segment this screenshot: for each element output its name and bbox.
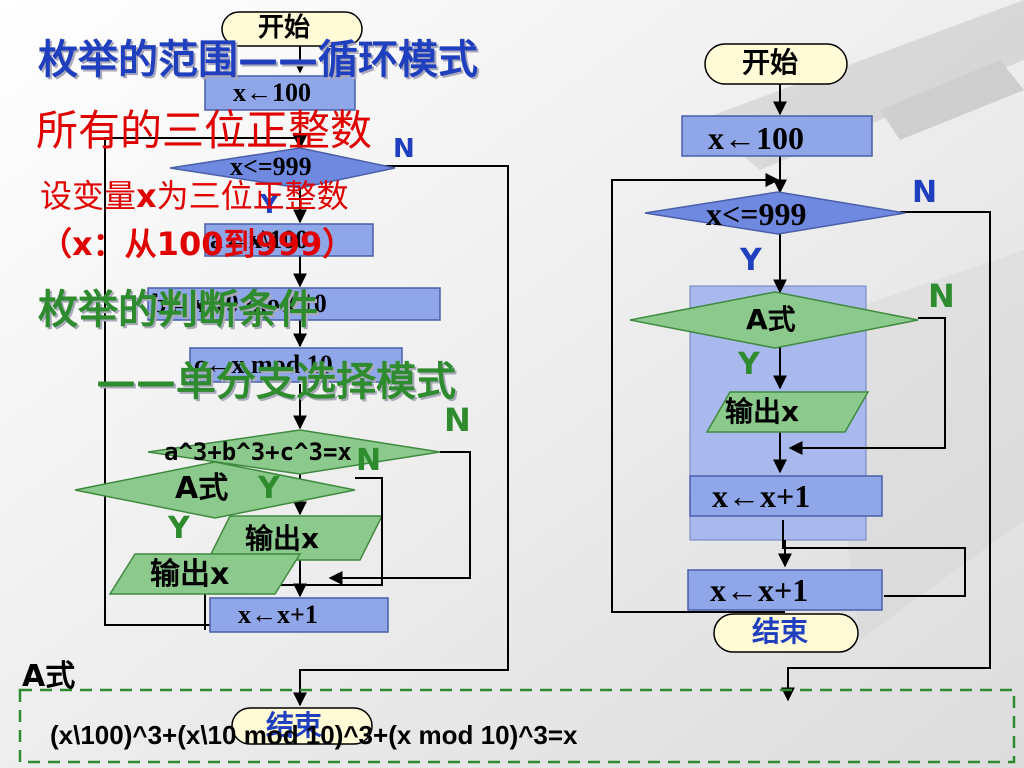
left-overlay-output-parallelogram: [108, 553, 302, 595]
left-init-box: [204, 75, 356, 111]
range-values: （x：从100到999）: [40, 228, 354, 260]
left-check-yes-label: Y: [258, 471, 280, 506]
right-init-box: [681, 115, 873, 157]
right-cond-no-line: [788, 317, 946, 455]
left-step-b-label: b←x\10 mod 10: [152, 289, 327, 318]
left-overlay-no-line: [204, 477, 383, 630]
variable-description-x: x: [136, 177, 157, 215]
right-output-parallelogram: [705, 391, 870, 433]
right-loop-cond-label: x<=999: [706, 196, 807, 232]
title-condition: 枚举的判断条件: [38, 287, 318, 333]
left-loop-diamond: [169, 147, 396, 189]
left-inc-box: [209, 597, 389, 633]
left-overlay-cond-diamond: [74, 461, 356, 519]
left-output-label: 输出x: [245, 522, 320, 555]
a-formula-label: A式: [22, 659, 76, 694]
left-step-a-label: a←x\100: [210, 225, 309, 254]
a-formula-text: (x\100)^3+(x\10 mod 10)^3+(x mod 10)^3=x: [50, 720, 578, 750]
a-formula-box: [18, 688, 1016, 764]
range-to: 999: [255, 225, 323, 263]
right-inc-outer-box: [687, 569, 883, 611]
left-step-c-label: c←x mod 10: [194, 350, 333, 379]
left-loop-cond-label: x<=999: [230, 152, 312, 181]
range-description: 所有的三位正整数: [36, 106, 373, 155]
left-loop-exit-line: [293, 165, 509, 707]
left-check-no-label: N: [444, 401, 471, 439]
variable-description-pre: 设变量: [40, 177, 137, 215]
left-overlay-yes-label: Y: [168, 511, 190, 546]
right-end-label: 结束: [752, 615, 809, 648]
left-loop-yes-label: Y: [260, 190, 279, 220]
left-overlay-no-label: N: [356, 443, 382, 478]
left-check-diamond: [147, 429, 441, 475]
left-step-b-box: [147, 287, 441, 321]
range-to-word: 到: [223, 225, 256, 263]
range-from: 100: [156, 225, 224, 263]
range-paren-x: x: [72, 225, 93, 263]
title-enum-range: 枚举的范围——循环模式: [38, 37, 478, 83]
left-check-no-line: [328, 451, 471, 585]
left-init-label: x←100: [233, 78, 311, 107]
variable-description-post: 为三位正整数: [156, 177, 349, 215]
left-flowchart: [74, 11, 509, 745]
range-paren-close: ）: [322, 225, 355, 263]
right-cond-yes-label: Y: [738, 347, 760, 382]
left-end-label: 结束: [266, 709, 323, 742]
right-loop-yes-label: Y: [740, 243, 762, 278]
left-step-a-box: [204, 223, 374, 257]
range-paren-colon: ：从: [92, 225, 157, 263]
right-start-label: 开始: [742, 48, 799, 79]
right-flowchart: [611, 43, 991, 702]
left-loop-no-label: N: [393, 134, 415, 164]
right-loop-no-label: N: [912, 175, 938, 210]
left-overlay-cond-label: A式: [175, 471, 229, 506]
right-loop-back-line: [611, 173, 785, 613]
left-output-parallelogram: [206, 515, 384, 561]
left-step-c-box: [189, 347, 403, 383]
right-cond-label: A式: [746, 303, 796, 336]
right-cond-no-label: N: [928, 277, 955, 315]
right-loop-diamond: [644, 191, 906, 235]
left-inc-label: x←x+1: [238, 600, 318, 629]
right-cond-diamond: [629, 291, 919, 349]
title-branch-mode: ——单分支选择模式: [96, 359, 456, 405]
right-init-label: x←100: [708, 120, 804, 156]
right-output-label: 输出x: [725, 395, 800, 428]
variable-description: 设变量x为三位正整数: [40, 180, 349, 212]
right-loop-exit-line: [781, 211, 991, 702]
right-inc-outer-label: x←x+1: [710, 572, 809, 608]
range-paren-open: （: [40, 225, 73, 263]
left-start-label: 开始: [258, 13, 311, 42]
right-start-terminal: [704, 43, 848, 85]
left-overlay-output-label: 输出x: [150, 557, 230, 592]
right-inc-inner-label: x←x+1: [712, 478, 811, 514]
left-end-terminal: [231, 707, 373, 745]
right-inc-inner-box: [689, 475, 883, 517]
right-inner-loop-line: [782, 520, 966, 597]
right-end-terminal: [713, 613, 859, 653]
left-check-cond-label: a^3+b^3+c^3=x: [164, 438, 352, 466]
left-start-terminal: [221, 11, 363, 47]
